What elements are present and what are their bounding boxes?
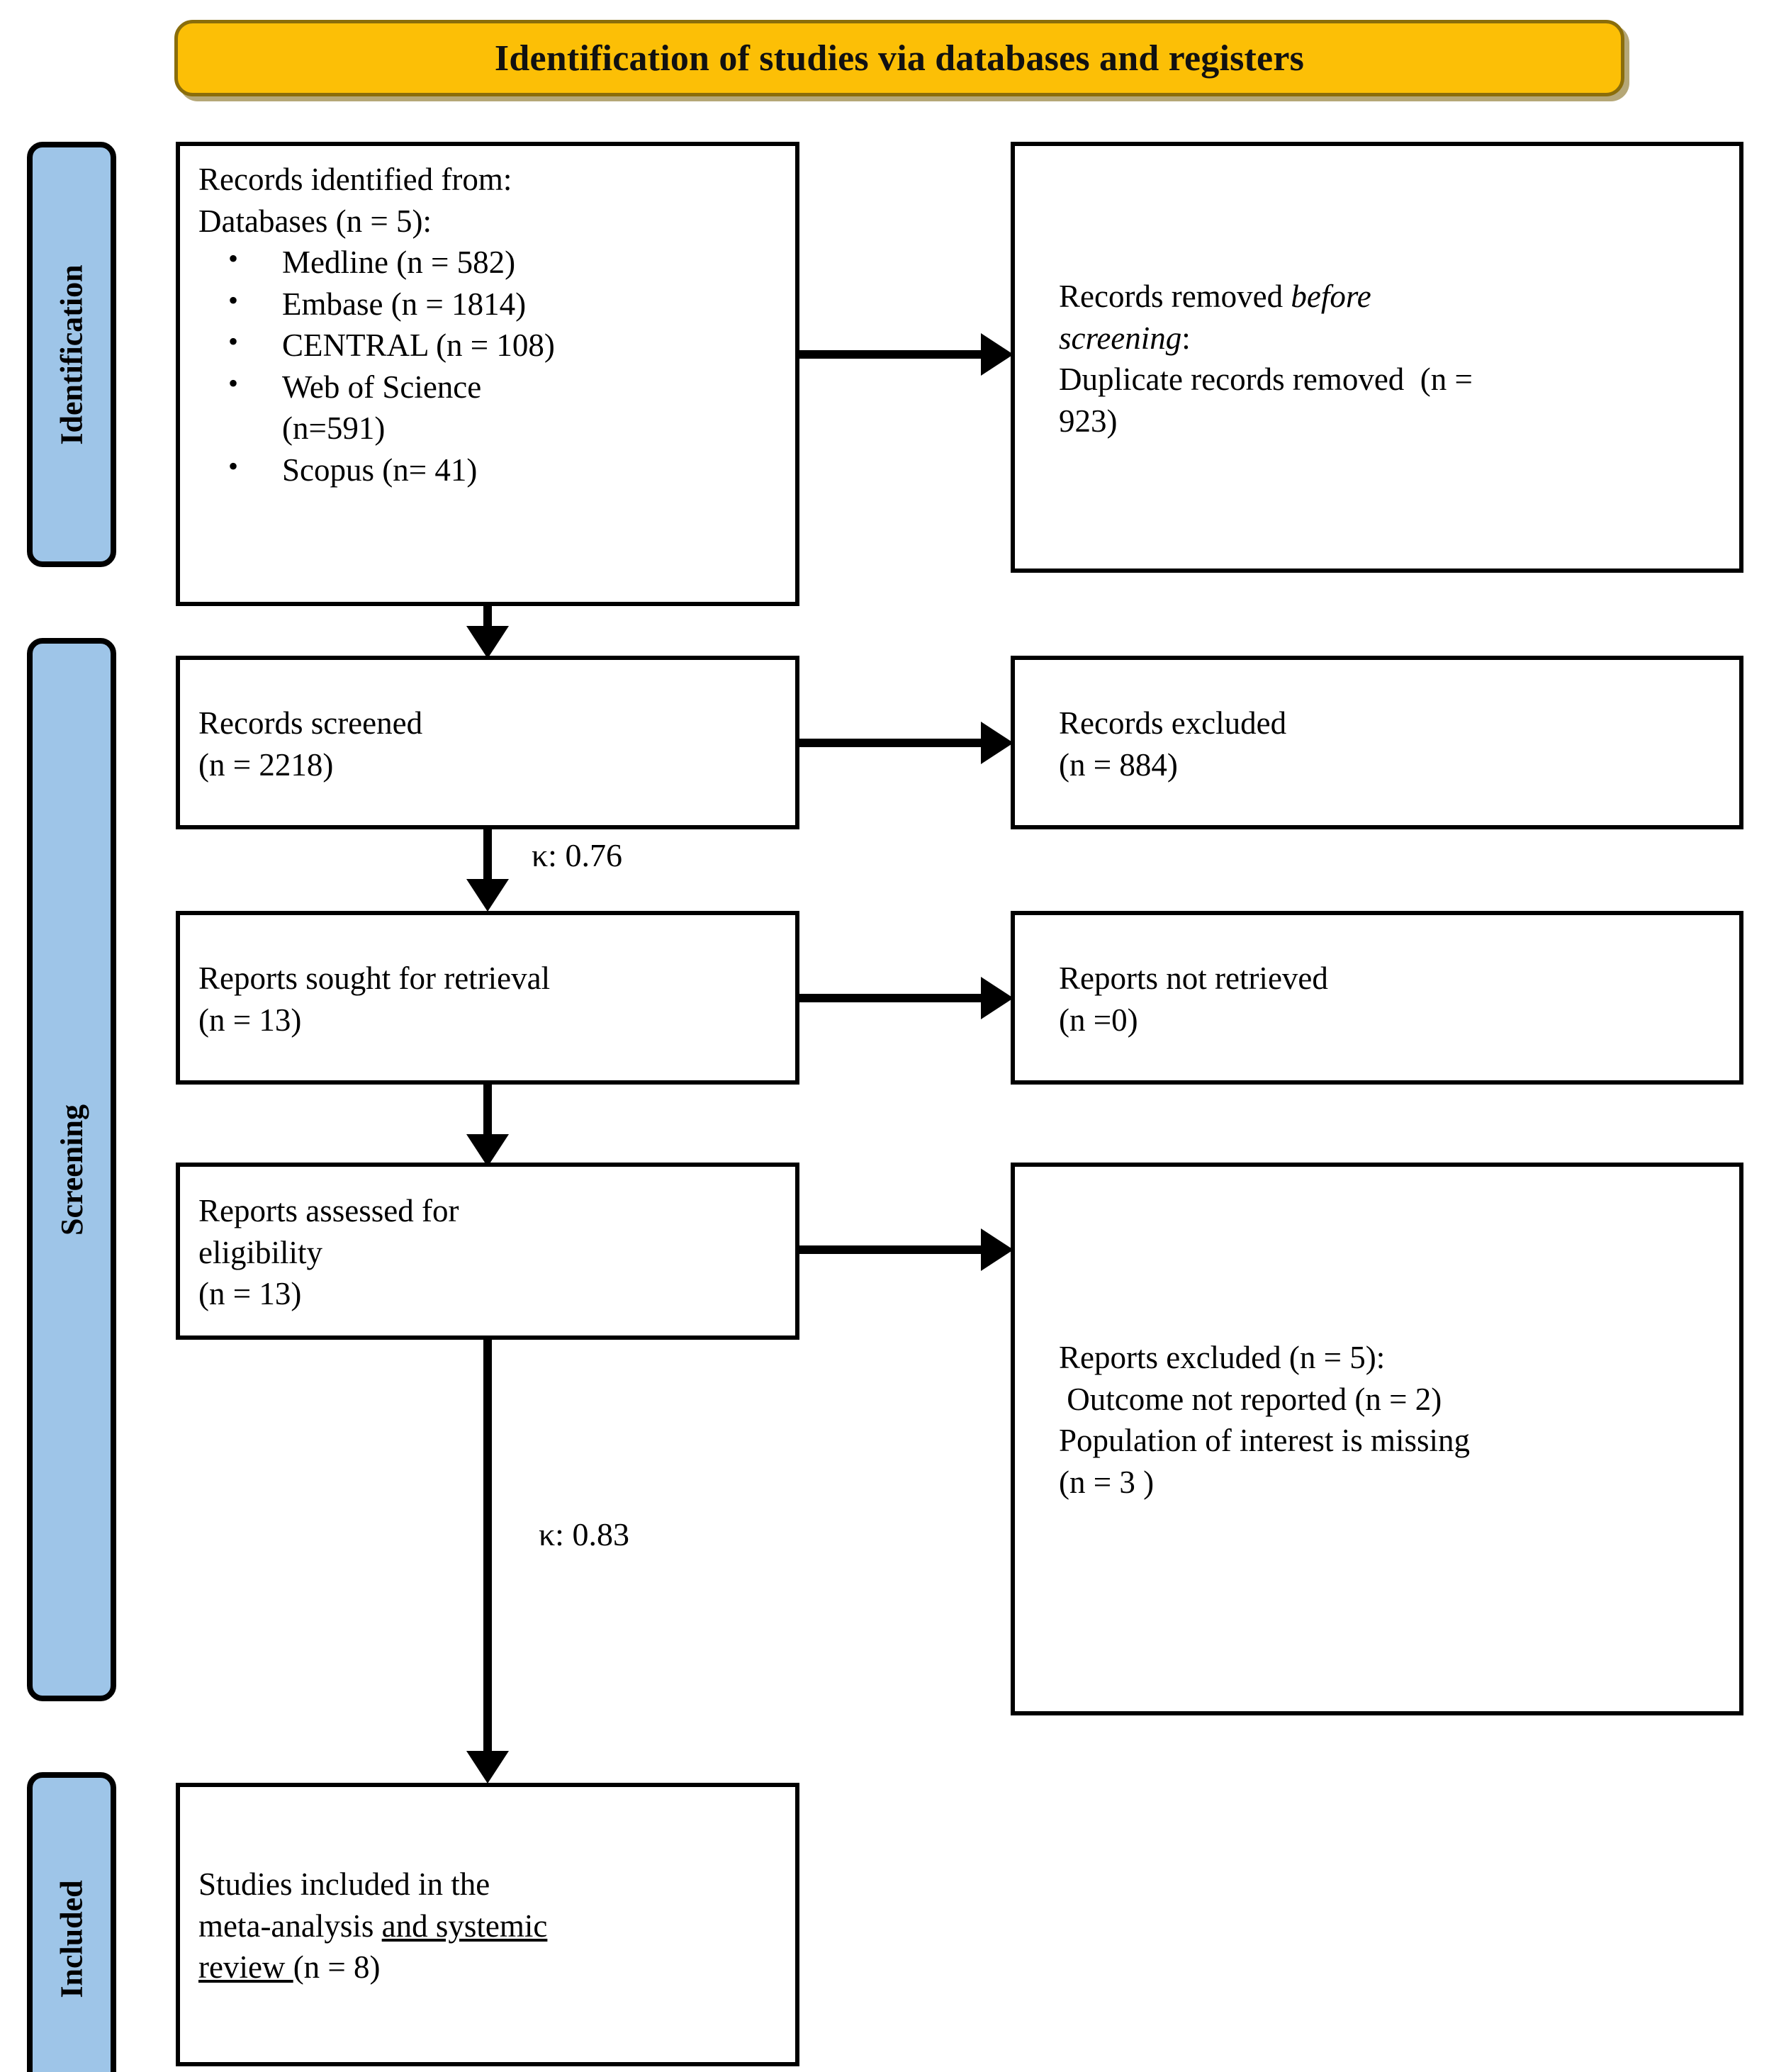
box-records-identified: Records identified from: Databases (n = … (176, 142, 799, 606)
stage-rail-screening-label: Screening (54, 1104, 89, 1236)
kappa-eligibility-label: κ: 0.83 (539, 1516, 629, 1552)
records-excluded-line-2: (n = 884) (1059, 746, 1178, 783)
box-reports-not-retrieved: Reports not retrieved (n =0) (1011, 911, 1743, 1085)
records-screened-line-2: (n = 2218) (198, 746, 334, 783)
reports-assessed-line-2: eligibility (198, 1234, 322, 1270)
studies-included-line-3: review (n = 8) (198, 1947, 777, 1988)
arrowhead-identified-to-screened (466, 626, 509, 659)
records-removed-text-screening: screening (1059, 320, 1182, 356)
list-item: Embase (n = 1814) (198, 282, 777, 325)
records-screened-line-1: Records screened (198, 705, 423, 741)
studies-included-meta-analysis: meta-analysis (198, 1908, 382, 1944)
reports-not-retrieved-line-1: Reports not retrieved (1059, 961, 1328, 996)
arrowhead-sought-to-assessed (466, 1134, 509, 1167)
header-banner: Identification of studies via databases … (174, 20, 1624, 96)
banner-title: Identification of studies via databases … (494, 38, 1305, 79)
arrowhead-screened-to-sought (466, 879, 509, 912)
records-removed-colon: : (1181, 320, 1191, 356)
studies-included-count: (n = 8) (293, 1949, 381, 1986)
connector-sought-to-assessed (483, 1085, 492, 1140)
records-excluded-line-1: Records excluded (1059, 705, 1287, 741)
connector-identified-to-removed (799, 350, 982, 359)
studies-included-review: review (198, 1949, 293, 1986)
reports-assessed-line-3: (n = 13) (198, 1276, 302, 1312)
reports-not-retrieved-line-2: (n =0) (1059, 1002, 1138, 1038)
box-studies-included: Studies included in the meta-analysis an… (176, 1783, 799, 2066)
list-item: Web of Science (n=591) (198, 365, 777, 449)
box-reports-assessed: Reports assessed for eligibility (n = 13… (176, 1163, 799, 1340)
connector-screened-to-sought (483, 829, 492, 885)
box-reports-sought: Reports sought for retrieval (n = 13) (176, 911, 799, 1085)
studies-included-line-1: Studies included in the (198, 1866, 490, 1903)
records-removed-line-3: Duplicate records removed (n = (1059, 362, 1473, 397)
stage-rail-identification: Identification (27, 142, 116, 567)
stage-rail-identification-label: Identification (54, 264, 89, 445)
box-records-screened: Records screened (n = 2218) (176, 656, 799, 829)
list-item: Medline (n = 582) (198, 240, 777, 284)
connector-identified-to-screened (483, 606, 492, 632)
arrowhead-assessed-to-included (466, 1751, 509, 1783)
arrowhead-identified-to-removed (981, 333, 1013, 376)
reports-assessed-line-1: Reports assessed for (198, 1193, 459, 1229)
studies-included-and-systemic: and systemic (381, 1908, 548, 1944)
reports-excluded-line-2: Outcome not reported (n = 2) (1059, 1381, 1442, 1417)
box-records-removed: Records removed before screening: Duplic… (1011, 142, 1743, 573)
stage-rail-included-label: Included (54, 1879, 89, 1998)
list-item: CENTRAL (n = 108) (198, 323, 777, 366)
connector-sought-to-not-retrieved (799, 994, 982, 1002)
stage-rail-screening: Screening (27, 638, 116, 1701)
connector-assessed-to-included (483, 1338, 492, 1757)
records-identified-database-list: Medline (n = 582) Embase (n = 1814) CENT… (198, 240, 777, 491)
records-identified-heading-2: Databases (n = 5): (198, 203, 432, 239)
reports-sought-line-1: Reports sought for retrieval (198, 961, 551, 996)
records-identified-heading-1: Records identified from: (198, 162, 512, 197)
box-records-excluded: Records excluded (n = 884) (1011, 656, 1743, 829)
box-reports-excluded-detail: Reports excluded (n = 5): Outcome not re… (1011, 1163, 1743, 1715)
records-removed-line-1: Records removed before (1059, 276, 1718, 318)
reports-excluded-line-4: (n = 3 ) (1059, 1464, 1155, 1500)
list-item: Scopus (n= 41) (198, 448, 777, 491)
reports-excluded-line-1: Reports excluded (n = 5): (1059, 1340, 1386, 1375)
kappa-screening-label: κ: 0.76 (532, 837, 622, 873)
stage-rail-included: Included (27, 1772, 116, 2072)
records-removed-text-a: Records removed (1059, 279, 1291, 314)
arrowhead-assessed-to-reports-excluded (981, 1228, 1013, 1271)
connector-assessed-to-reports-excluded (799, 1245, 982, 1254)
reports-excluded-line-3: Population of interest is missing (1059, 1423, 1470, 1458)
studies-included-line-2: meta-analysis and systemic (198, 1905, 777, 1947)
records-removed-line-2: screening: (1059, 318, 1718, 359)
arrowhead-screened-to-excluded (981, 722, 1013, 764)
reports-sought-line-2: (n = 13) (198, 1002, 302, 1038)
records-removed-text-before: before (1291, 279, 1371, 314)
records-removed-line-4: 923) (1059, 403, 1118, 439)
arrowhead-sought-to-not-retrieved (981, 977, 1013, 1019)
connector-screened-to-excluded (799, 739, 982, 747)
